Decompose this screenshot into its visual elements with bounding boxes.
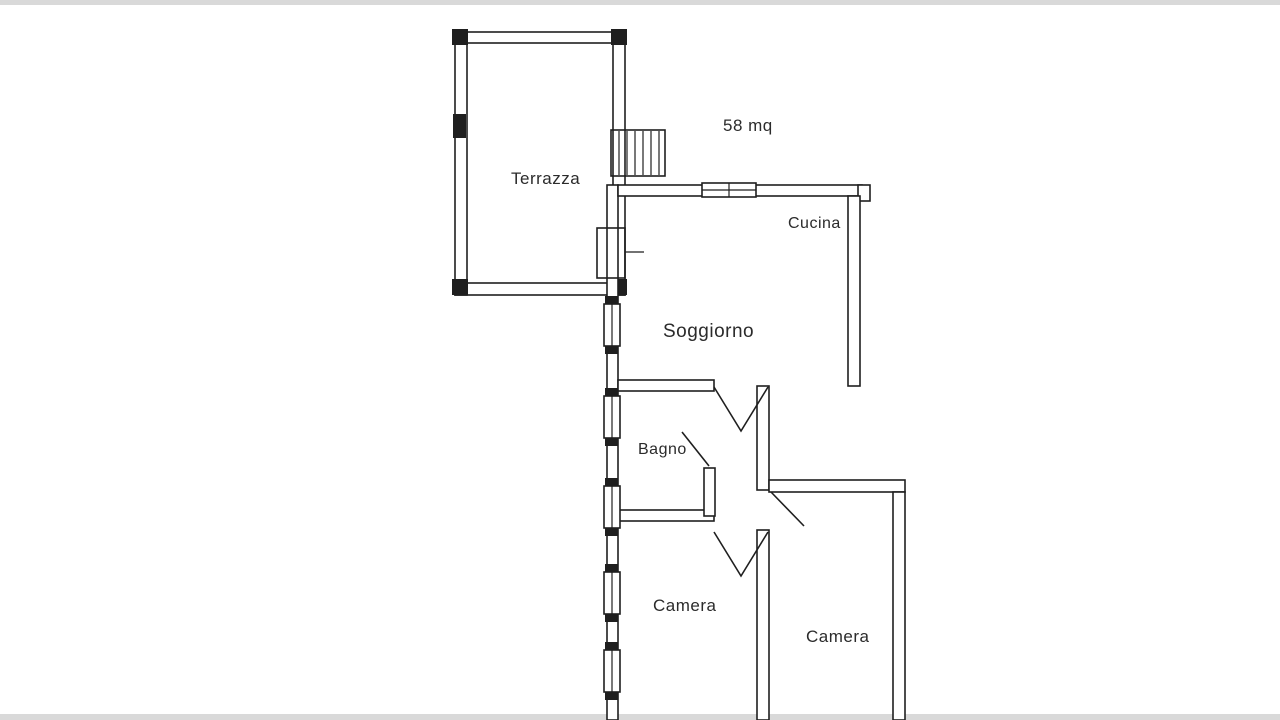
- top-window: [701, 182, 757, 198]
- room-label-bagno: Bagno: [638, 441, 687, 458]
- room-label-cucina: Cucina: [788, 215, 841, 232]
- area-label: 58 mq: [723, 116, 773, 135]
- room-label-soggiorno: Soggiorno: [663, 321, 755, 342]
- room-label-camera-right: Camera: [806, 627, 870, 646]
- door-camera-right-icon: [770, 491, 805, 527]
- apartment-walls: [606, 184, 906, 720]
- door-symbols: [681, 386, 805, 578]
- room-label-terrazza: Terrazza: [511, 169, 581, 188]
- door-soggiorno-icon: [713, 386, 769, 433]
- left-wall-windows: [603, 296, 621, 700]
- door-bagno-icon: [681, 431, 710, 467]
- terrazza-walls: [452, 29, 627, 296]
- top-border: [0, 0, 1280, 5]
- door-camera-left-icon: [713, 531, 769, 578]
- bottom-border: [0, 714, 1280, 720]
- soggiorno-pillar: [596, 227, 644, 279]
- staircase: [610, 129, 666, 177]
- room-label-camera-left: Camera: [653, 596, 717, 615]
